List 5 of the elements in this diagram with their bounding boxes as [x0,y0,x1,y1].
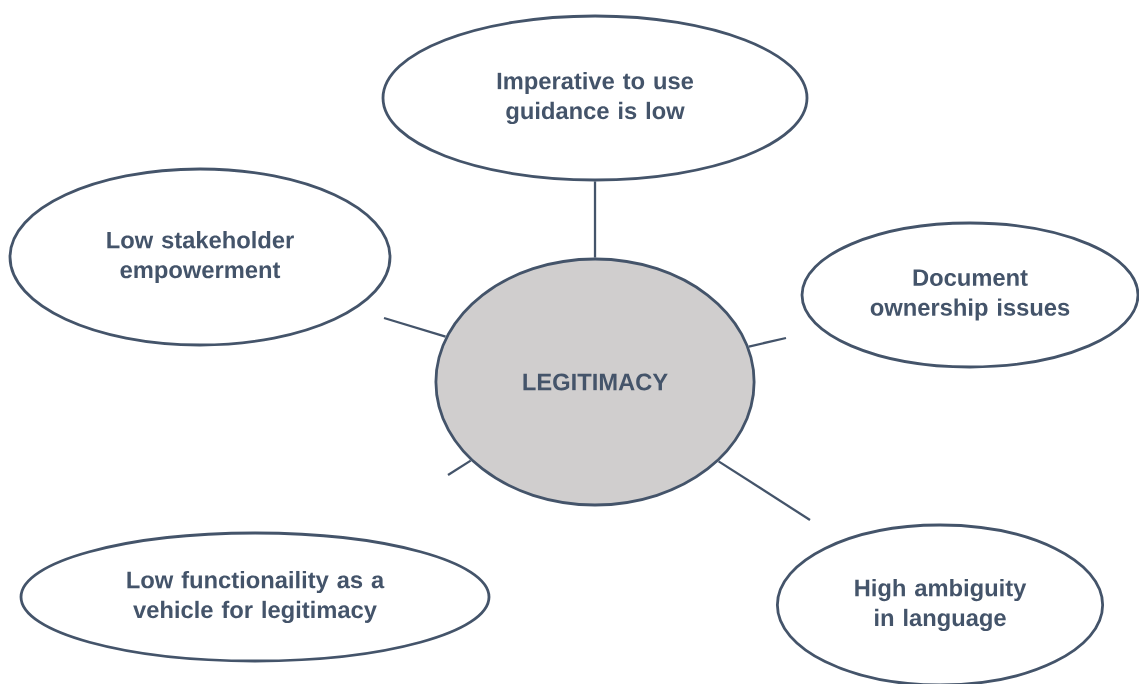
connector-line [748,336,787,348]
connector-line [447,459,472,476]
connector-line [718,460,811,521]
connector-line [383,316,446,338]
connector-line [593,181,597,258]
